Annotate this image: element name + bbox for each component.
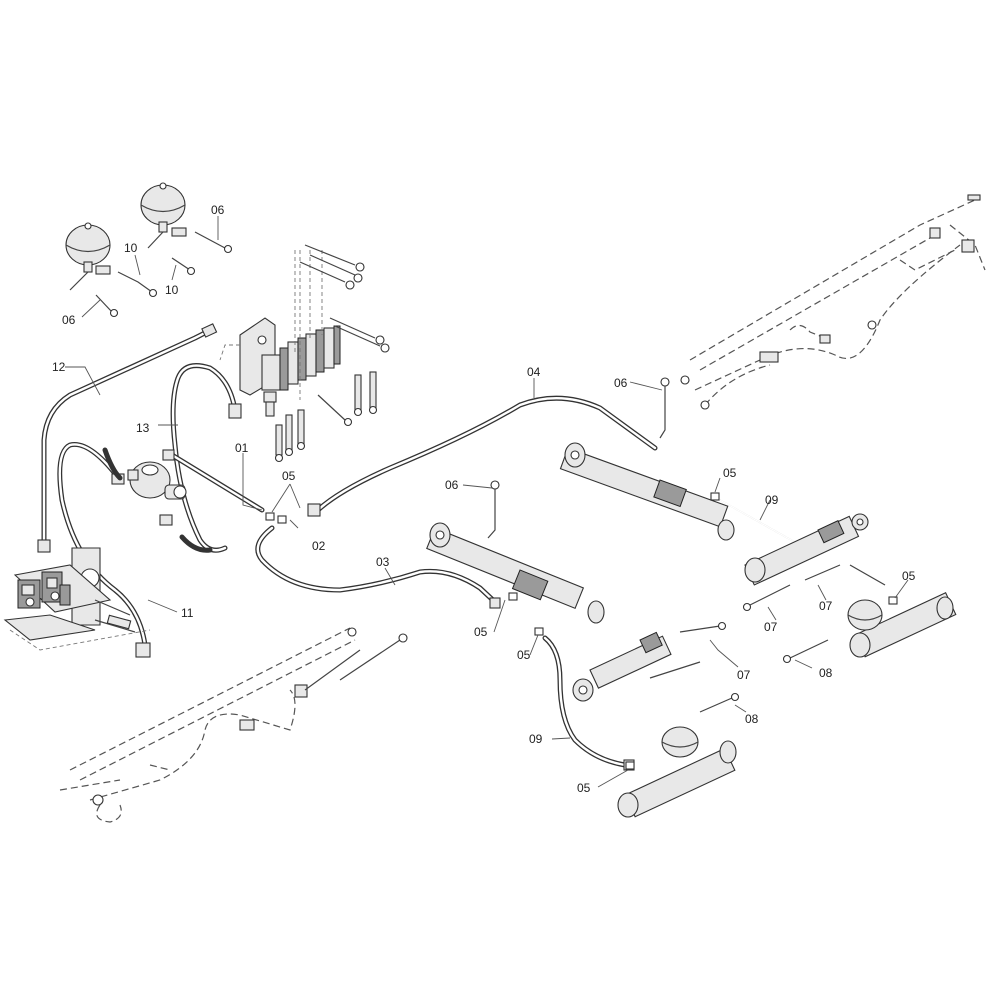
- label-07-a: 07: [819, 599, 833, 613]
- fitting-06-upper-right[interactable]: [659, 377, 670, 439]
- stack-top-fittings: [294, 244, 390, 400]
- cylinder-lower-right[interactable]: [847, 592, 957, 658]
- label-06-c: 06: [614, 376, 628, 390]
- clamps-05: [265, 492, 898, 770]
- label-08-a: 08: [819, 666, 833, 680]
- label-05-f: 05: [577, 781, 591, 795]
- label-08-b: 08: [745, 712, 759, 726]
- pipes-08[interactable]: [699, 639, 829, 713]
- dash-base: [9, 629, 151, 651]
- accumulator-fittings: [95, 231, 233, 318]
- cylinder-center-lower[interactable]: [572, 631, 672, 702]
- accumulator-left[interactable]: [65, 222, 111, 291]
- label-12: 12: [52, 360, 66, 374]
- label-06-a: 06: [211, 203, 225, 217]
- label-05-b: 05: [723, 466, 737, 480]
- cylinder-bottom[interactable]: [617, 726, 737, 818]
- label-02: 02: [312, 539, 326, 553]
- hose-12[interactable]: [37, 323, 218, 553]
- pipes-07[interactable]: [649, 564, 886, 679]
- label-04: 04: [527, 365, 541, 379]
- label-06-b: 06: [62, 313, 76, 327]
- stack-bottom-fittings: [274, 371, 378, 463]
- label-06-d: 06: [445, 478, 459, 492]
- distributor-fitting[interactable]: [127, 461, 187, 526]
- hose-harness-top-right: [680, 194, 986, 410]
- hose-13-lower: [102, 447, 213, 553]
- control-valve-stack[interactable]: [219, 317, 341, 417]
- label-05-c: 05: [902, 569, 916, 583]
- accumulator-right[interactable]: [140, 182, 187, 249]
- label-09-b: 09: [529, 732, 543, 746]
- label-05-d: 05: [474, 625, 488, 639]
- hose-03[interactable]: [255, 525, 501, 609]
- label-07-c: 07: [737, 668, 751, 682]
- cylinder-right-balljoint[interactable]: [744, 513, 869, 586]
- label-10-a: 10: [124, 241, 138, 255]
- label-03: 03: [376, 555, 390, 569]
- part-labels: 01 02 03 04 05 05 05 05 05 05 06 06 06 0…: [52, 203, 916, 795]
- label-05-a: 05: [282, 469, 296, 483]
- cylinder-upper-right[interactable]: [559, 442, 735, 541]
- leader-lines: [65, 216, 909, 788]
- fitting-06-center[interactable]: [487, 480, 500, 539]
- label-05-e: 05: [517, 648, 531, 662]
- label-07-b: 07: [764, 620, 778, 634]
- hose-13[interactable]: [170, 363, 242, 553]
- pipe-09-upper[interactable]: [719, 499, 801, 546]
- label-11: 11: [181, 606, 194, 620]
- hose-04[interactable]: [307, 395, 658, 517]
- pipe-01[interactable]: [162, 449, 265, 513]
- label-10-b: 10: [165, 283, 179, 297]
- hose-harness-bottom-left: [59, 627, 408, 823]
- label-01: 01: [235, 441, 249, 455]
- cylinder-center[interactable]: [426, 522, 605, 624]
- valve-block-main[interactable]: [3, 547, 136, 641]
- label-09-a: 09: [765, 493, 779, 507]
- label-13: 13: [136, 421, 150, 435]
